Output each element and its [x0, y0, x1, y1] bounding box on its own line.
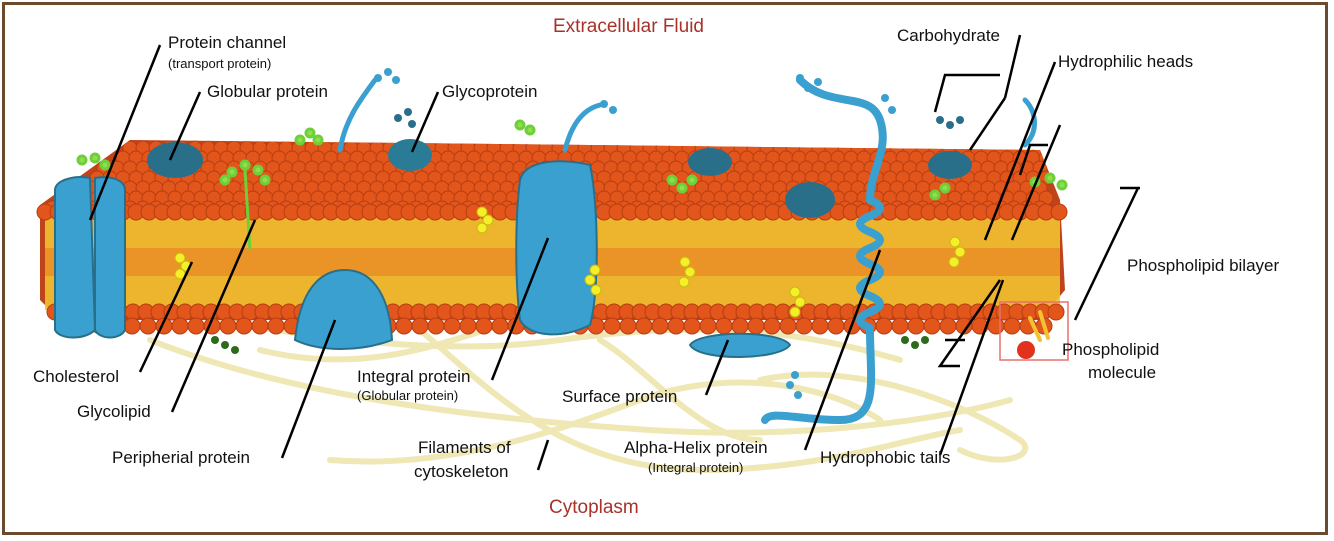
head-bottom-back	[748, 318, 764, 334]
head-front	[1051, 204, 1067, 220]
head-bottom-back	[1004, 318, 1020, 334]
head-bottom-back	[796, 318, 812, 334]
head-bottom-back	[252, 318, 268, 334]
head-bottom-back	[684, 318, 700, 334]
head-bottom-back	[636, 318, 652, 334]
peripheral-protein-label: Peripherial protein	[112, 448, 250, 468]
head-bottom-back	[732, 318, 748, 334]
alpha-helix-protein-sublabel: (Integral protein)	[648, 460, 743, 476]
head-bottom-back	[828, 318, 844, 334]
extracellular-fluid-label: Extracellular Fluid	[553, 16, 704, 38]
head-bottom-back	[812, 318, 828, 334]
head-bottom-back	[988, 318, 1004, 334]
phospholipid-molecule-label-line2: molecule	[1088, 363, 1156, 383]
head-bottom-back	[924, 318, 940, 334]
head-bottom-back	[444, 318, 460, 334]
filaments-label-line2: cytoskeleton	[414, 462, 509, 482]
head-bottom-back	[412, 318, 428, 334]
head-bottom-back	[700, 318, 716, 334]
carbohydrate-label: Carbohydrate	[897, 26, 1000, 46]
head-bottom-back	[620, 318, 636, 334]
hydrophilic-heads-label: Hydrophilic heads	[1058, 52, 1193, 72]
head-bottom-back	[220, 318, 236, 334]
head-bottom-back	[892, 318, 908, 334]
head-bottom-back	[460, 318, 476, 334]
head-bottom-back	[188, 318, 204, 334]
head-bottom-back	[652, 318, 668, 334]
cholesterol-label: Cholesterol	[33, 367, 119, 387]
protein-channel-label: Protein channel	[168, 33, 286, 53]
integral-protein	[516, 161, 597, 334]
head-bottom-back	[476, 318, 492, 334]
glycoprotein-body	[388, 139, 432, 171]
glycolipid-label: Glycolipid	[77, 402, 151, 422]
head-bottom-back	[908, 318, 924, 334]
filaments-label-line1: Filaments of	[418, 438, 511, 458]
phospholipid-molecule-label-line1: Phospholipid	[1062, 340, 1159, 360]
head-bottom-back	[236, 318, 252, 334]
integral-protein-label: Integral protein	[357, 367, 470, 387]
head-bottom-back	[940, 318, 956, 334]
head-bottom-back	[876, 318, 892, 334]
integral-protein-sublabel: (Globular protein)	[357, 388, 458, 404]
protein-channel-sublabel: (transport protein)	[168, 56, 271, 72]
head-bottom-back	[428, 318, 444, 334]
surface-protein	[690, 334, 790, 357]
globular-protein-label: Globular protein	[207, 82, 328, 102]
head-bottom-back	[492, 318, 508, 334]
head-bottom-back	[716, 318, 732, 334]
head-bottom-back	[140, 318, 156, 334]
surface-protein-label: Surface protein	[562, 387, 677, 407]
head-bottom-back	[172, 318, 188, 334]
head-bottom-back	[668, 318, 684, 334]
protein-channel	[55, 177, 125, 337]
alpha-helix-protein-label: Alpha-Helix protein	[624, 438, 768, 458]
glycoprotein-label: Glycoprotein	[442, 82, 537, 102]
head-bottom-back	[268, 318, 284, 334]
head-bottom-back	[396, 318, 412, 334]
phospholipid-bilayer-label: Phospholipid bilayer	[1127, 256, 1279, 276]
cytoplasm-label: Cytoplasm	[549, 497, 639, 519]
head-bottom-back	[780, 318, 796, 334]
head-bottom	[1048, 304, 1064, 320]
hydrophobic-tails-label: Hydrophobic tails	[820, 448, 950, 468]
head-bottom-back	[604, 318, 620, 334]
head-bottom-back	[124, 318, 140, 334]
head-bottom-back	[764, 318, 780, 334]
